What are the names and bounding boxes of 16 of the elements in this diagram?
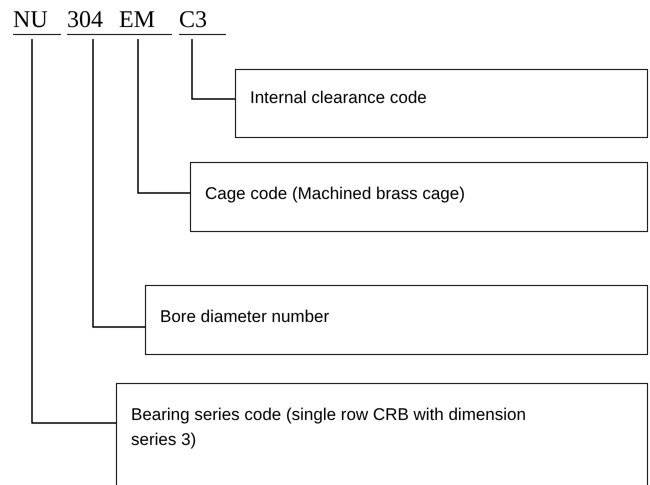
description-text: Cage code (Machined brass cage) (205, 183, 465, 205)
leader-line (92, 39, 145, 328)
code-segment: 304 (67, 6, 119, 35)
description-text: Bore diameter number (160, 306, 330, 328)
code-segment: C3 (179, 6, 226, 35)
description-box (235, 69, 648, 138)
leader-line (31, 39, 116, 424)
leader-line (191, 39, 235, 100)
description-box (190, 162, 648, 232)
code-segment: NU (13, 6, 61, 35)
description-text: Bearing series code (single row CRB with dimension series 3) (131, 404, 527, 451)
code-segment: EM (119, 6, 172, 35)
description-box (145, 285, 648, 355)
leader-line (137, 39, 190, 194)
description-box (116, 383, 648, 485)
description-text: Internal clearance code (250, 87, 427, 109)
